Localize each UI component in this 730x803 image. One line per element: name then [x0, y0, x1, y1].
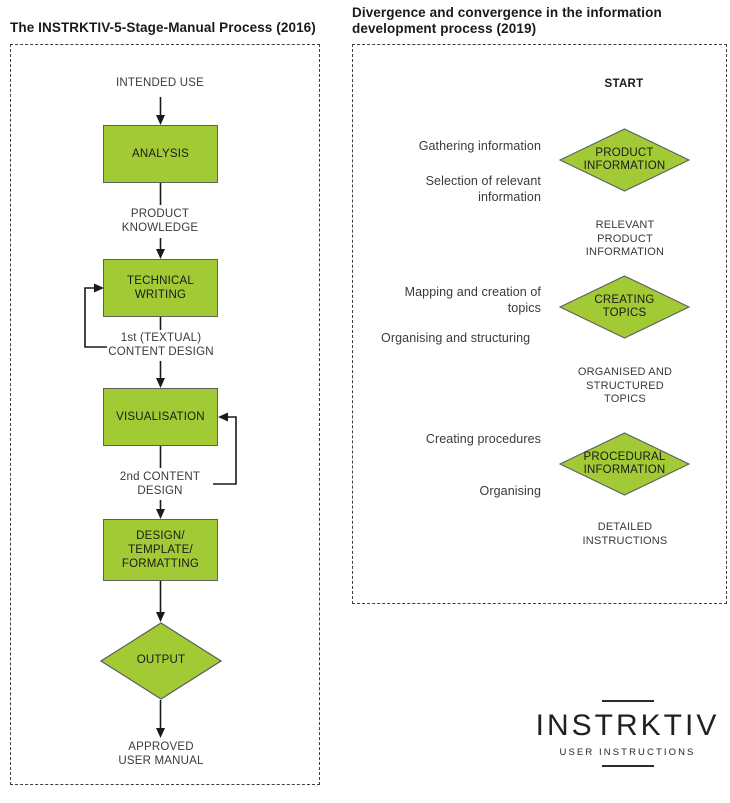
step-1-converge-text: Selection of relevant information — [425, 174, 541, 204]
right-panel-title: Divergence and convergence in the inform… — [352, 5, 662, 36]
step-1-output-caption: RELEVANT PRODUCT INFORMATION — [585, 219, 665, 258]
instrktiv-logo: INSTRKTIV USER INSTRUCTIONS — [535, 700, 720, 767]
logo-tagline: USER INSTRUCTIONS — [559, 747, 696, 758]
step-1-diamond-label: PRODUCT INFORMATION — [583, 146, 666, 173]
step-2-converge-text: Organising and structuring — [381, 331, 531, 345]
right-panel-frame — [352, 44, 727, 604]
stage-box-analysis-label: ANALYSIS — [132, 148, 189, 160]
logo-wordmark: INSTRKTIV — [535, 709, 720, 742]
step-2-diamond-shape — [559, 275, 690, 339]
step-3-converge-text: Organising — [479, 484, 541, 498]
step-3-diamond[interactable]: PROCEDURAL INFORMATION — [559, 432, 690, 496]
output-diamond[interactable]: OUTPUT — [100, 622, 222, 700]
logo-rule-top — [601, 700, 654, 702]
left-connector-label-first-content-design: 1st (TEXTUAL) CONTENT DESIGN — [108, 332, 214, 358]
step-1-diamond-shape — [559, 128, 690, 192]
left-exit-label: APPROVED USER MANUAL — [118, 741, 204, 767]
left-connector-label-second-content-design: 2nd CONTENT DESIGN — [119, 471, 201, 497]
step-3-diamond-shape — [559, 432, 690, 496]
step-2-output-caption: ORGANISED AND STRUCTURED TOPICS — [577, 366, 673, 405]
left-panel-title: The INSTRKTIV-5-Stage-Manual Process (20… — [10, 20, 316, 35]
left-panel-connectors — [84, 97, 237, 738]
output-diamond-shape — [100, 622, 222, 700]
left-entry-label: INTENDED USE — [115, 77, 205, 89]
right-start-label: START — [604, 78, 644, 90]
left-connector-label-product-knowledge: PRODUCT KNOWLEDGE — [121, 208, 199, 234]
output-diamond-label: OUTPUT — [136, 654, 186, 667]
stage-box-analysis[interactable]: ANALYSIS — [103, 125, 218, 183]
left-panel-frame — [10, 44, 320, 785]
stage-box-design-template-formatting-label: DESIGN/ TEMPLATE/ FORMATTING — [121, 530, 200, 570]
stage-box-design-template-formatting[interactable]: DESIGN/ TEMPLATE/ FORMATTING — [103, 519, 218, 581]
stage-box-visualisation-label: VISUALISATION — [116, 411, 205, 423]
step-3-diamond-label: PROCEDURAL INFORMATION — [583, 450, 666, 477]
stage-box-visualisation[interactable]: VISUALISATION — [103, 388, 218, 446]
step-2-diamond-label: CREATING TOPICS — [594, 293, 655, 320]
step-3-diverge-text: Creating procedures — [425, 432, 541, 446]
stage-box-technical-writing[interactable]: TECHNICAL WRITING — [103, 259, 218, 317]
step-1-diamond[interactable]: PRODUCT INFORMATION — [559, 128, 690, 192]
logo-rule-bottom — [601, 765, 654, 767]
step-3-output-caption: DETAILED INSTRUCTIONS — [582, 521, 668, 547]
step-2-diverge-text: Mapping and creation of topics — [404, 285, 541, 315]
step-1-diverge-text: Gathering information — [418, 139, 541, 153]
step-2-diamond[interactable]: CREATING TOPICS — [559, 275, 690, 339]
stage-box-technical-writing-label: TECHNICAL WRITING — [127, 275, 194, 301]
